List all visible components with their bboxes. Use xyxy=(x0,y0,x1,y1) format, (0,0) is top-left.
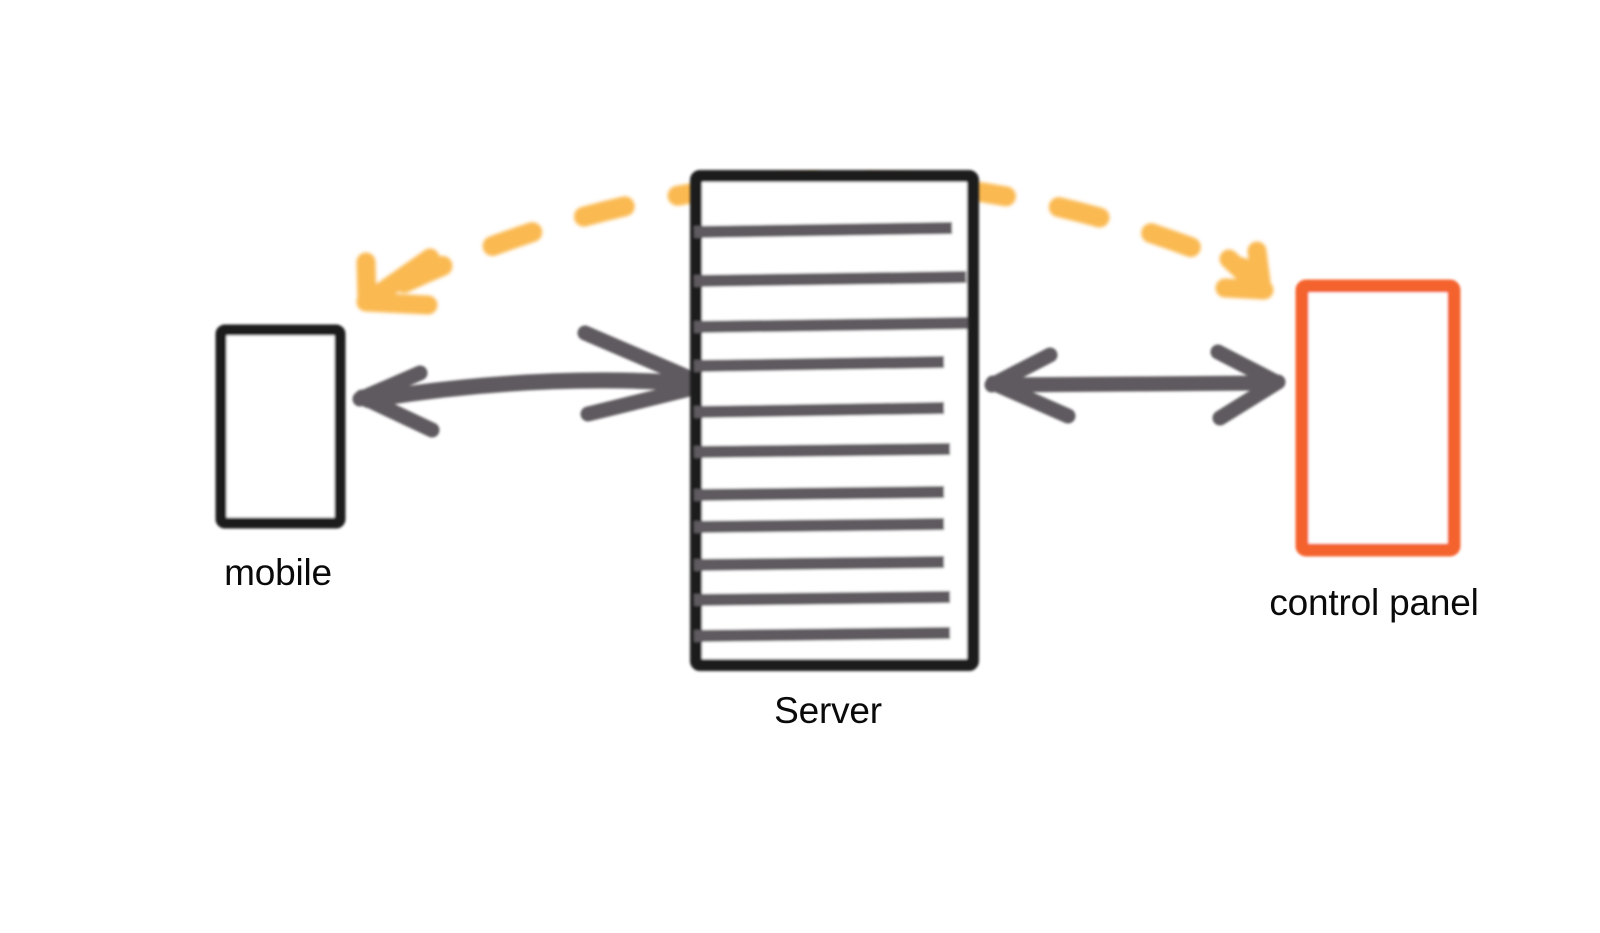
node-control-panel[interactable] xyxy=(1295,279,1461,557)
connector-mobile-control-arc xyxy=(356,171,1274,315)
control-panel-rect[interactable] xyxy=(1295,279,1461,557)
server-control-shaft xyxy=(992,375,1270,393)
arc-arrowhead-left xyxy=(356,248,440,315)
server-rack-lines xyxy=(693,222,969,642)
node-label-mobile: mobile xyxy=(224,552,332,593)
mobile-rect[interactable] xyxy=(215,324,346,529)
connector-mobile-server-link xyxy=(352,325,714,438)
connector-server-control-link xyxy=(984,344,1286,426)
server-control-head-right-top xyxy=(1210,344,1284,390)
mobile-server-head-right-bottom xyxy=(580,377,714,422)
mobile-server-head-right-top xyxy=(577,325,714,393)
node-server[interactable] xyxy=(690,170,979,671)
mobile-server-shaft xyxy=(360,372,708,408)
node-label-server: Server xyxy=(774,690,882,731)
mobile-server-head-left-bottom xyxy=(354,389,440,438)
dashed-arc-path xyxy=(394,171,1262,293)
server-rect[interactable] xyxy=(690,170,979,671)
server-control-head-right-bottom xyxy=(1212,374,1286,426)
arc-arrowhead-right xyxy=(1215,241,1274,300)
node-mobile[interactable] xyxy=(215,324,346,529)
server-control-head-left-bottom xyxy=(985,375,1076,424)
node-label-control-panel: control panel xyxy=(1269,582,1479,623)
